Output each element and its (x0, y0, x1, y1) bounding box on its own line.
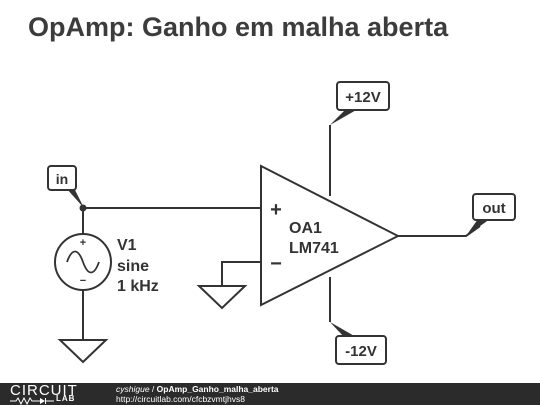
net-label-box (47, 165, 77, 191)
net-label-pointer (330, 322, 356, 337)
source-plus-sign: + (80, 237, 86, 249)
net-label-box (336, 81, 390, 111)
net-label-text: +12V (345, 89, 380, 106)
net-label-pointer (66, 188, 84, 208)
inverting-input-wire (221, 261, 261, 285)
source-type-label: sine (117, 258, 149, 275)
footer-username-link[interactable]: cyshigue (116, 384, 150, 394)
net-label-box (335, 335, 387, 365)
ground-symbol-inverting (196, 285, 248, 310)
opamp-part-label: LM741 (289, 240, 339, 257)
net-label-box (472, 193, 516, 221)
net-label-out[interactable]: out (466, 193, 516, 236)
logo-lab-text: LAB (56, 394, 76, 403)
net-label-text: out (482, 200, 505, 217)
net-label-in[interactable]: in (47, 165, 84, 208)
source-minus-sign: − (80, 275, 86, 287)
opamp-noninverting-sign: + (270, 199, 282, 221)
resistor-diode-icon (10, 397, 54, 405)
source-name-label: V1 (117, 237, 137, 254)
source-frequency-label: 1 kHz (117, 278, 159, 295)
opamp-oa1[interactable]: + − OA1 LM741 (260, 164, 401, 307)
net-label-negative-supply[interactable]: -12V (330, 322, 387, 365)
opamp-inverting-sign: − (270, 253, 282, 275)
footer-url-link[interactable]: http://circuitlab.com/cfcbzvmtjhvs8 (116, 394, 245, 404)
opamp-triangle (260, 164, 401, 307)
page-title: OpAmp: Ganho em malha aberta (28, 12, 449, 42)
net-label-pointer (330, 109, 358, 125)
net-label-text: -12V (345, 343, 377, 360)
net-label-positive-supply[interactable]: +12V (330, 81, 390, 125)
schematic: + − V1 sine 1 kHz + − OA1 LM741 in out +… (47, 81, 516, 365)
voltage-source-v1[interactable]: + − (54, 233, 112, 291)
footer-bar: CIRCUIT LAB cyshigue / OpAmp_Ganho_malha… (0, 382, 540, 405)
ground-symbol-source (57, 339, 109, 364)
footer-separator: / (149, 384, 157, 394)
sine-wave-icon (66, 250, 100, 274)
footer-attribution: cyshigue / OpAmp_Ganho_malha_aberta (116, 384, 279, 394)
logo-circuit-text: CIRCUIT (10, 382, 78, 399)
footer-circuit-name[interactable]: OpAmp_Ganho_malha_aberta (156, 384, 279, 394)
junction-dot (79, 204, 87, 212)
circuitlab-logo[interactable]: CIRCUIT LAB (10, 382, 96, 405)
net-label-pointer (466, 219, 490, 236)
net-label-text: in (56, 171, 68, 187)
opamp-name-label: OA1 (289, 220, 322, 237)
